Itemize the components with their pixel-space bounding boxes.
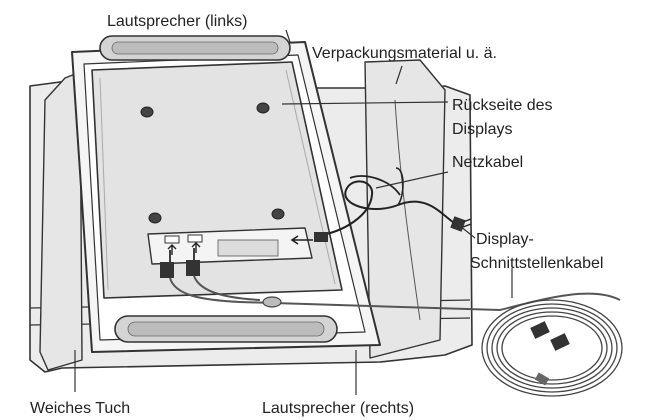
label-display-back-2: Displays bbox=[452, 121, 512, 138]
label-power-cable: Netzkabel bbox=[452, 154, 523, 171]
label-speaker-right: Lautsprecher (rechts) bbox=[262, 400, 414, 417]
terminal-panel bbox=[147, 227, 313, 265]
label-speaker-left: Lautsprecher (links) bbox=[107, 13, 248, 30]
label-soft-cloth: Weiches Tuch bbox=[30, 400, 130, 417]
arrow-left-icon bbox=[290, 235, 313, 245]
arrow-up-icon bbox=[167, 242, 201, 255]
label-packaging: Verpackungsmaterial u. ä. bbox=[312, 45, 497, 62]
label-interface-cable-1: Display- bbox=[476, 231, 534, 248]
coil-connector-icon bbox=[530, 321, 570, 386]
cable-coil bbox=[481, 299, 623, 397]
interface-cable bbox=[169, 275, 621, 311]
mounting-screw-icon bbox=[140, 102, 285, 224]
leader-lines bbox=[74, 29, 513, 395]
power-cable bbox=[314, 167, 459, 242]
label-display-back-1: Rückseite des bbox=[452, 97, 553, 114]
speaker-left bbox=[99, 35, 291, 61]
interface-plug-icon bbox=[160, 248, 200, 278]
label-interface-cable-2: Schnittstellenkabel bbox=[470, 255, 603, 272]
speaker-right bbox=[114, 315, 338, 343]
